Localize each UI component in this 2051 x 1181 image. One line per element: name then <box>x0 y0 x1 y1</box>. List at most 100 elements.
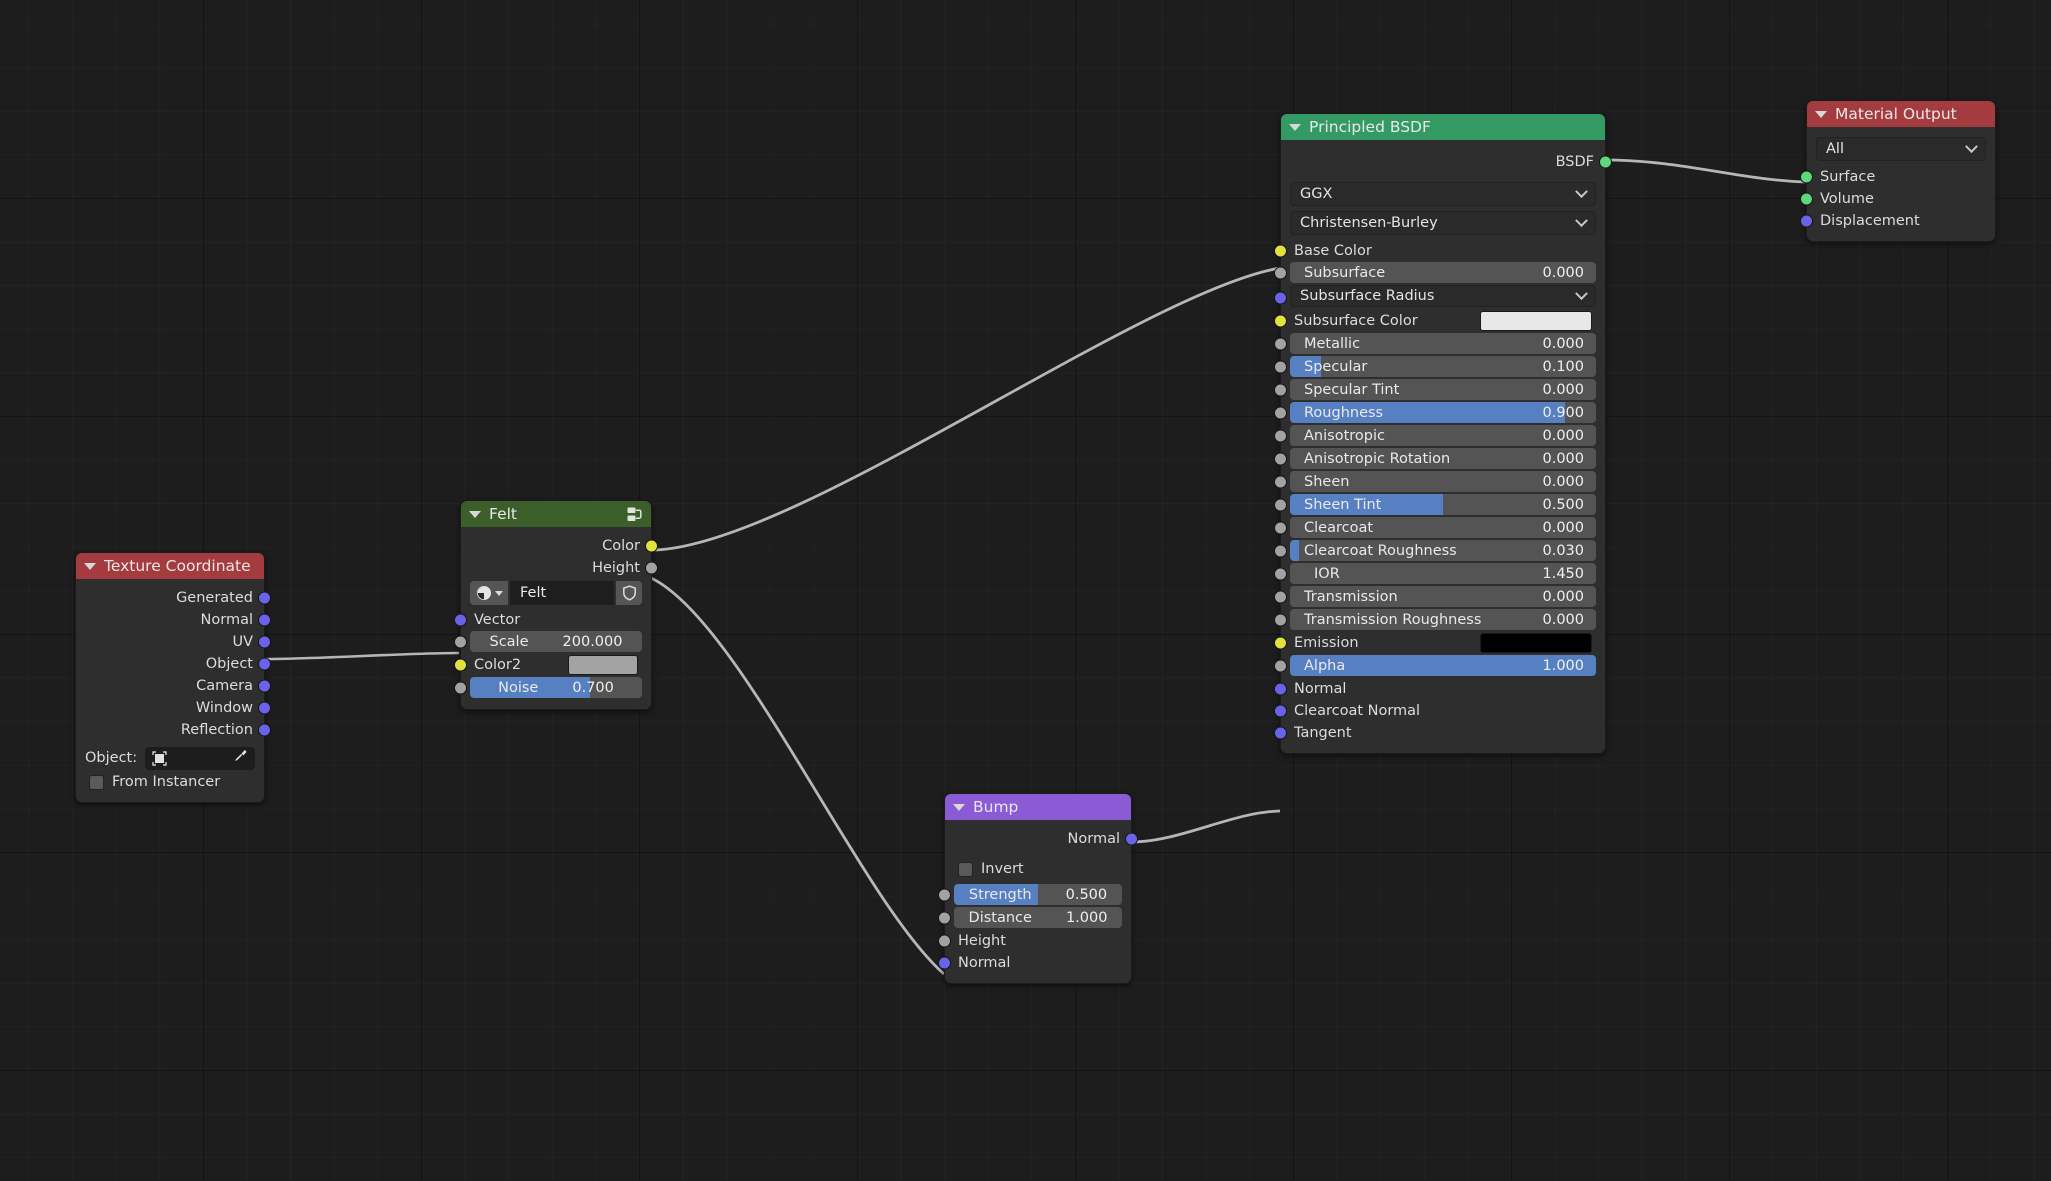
socket-dot-value[interactable] <box>1274 475 1287 489</box>
output-socket-window[interactable]: Window <box>76 697 271 719</box>
socket-dot-shader[interactable] <box>1800 170 1813 184</box>
socket-dot-color[interactable] <box>1274 244 1287 258</box>
socket-dot-vector[interactable] <box>938 956 951 970</box>
socket-dot-vector[interactable] <box>258 679 271 693</box>
input-socket-normal[interactable]: Normal <box>938 952 1131 974</box>
socket-dot-value[interactable] <box>1274 406 1287 420</box>
socket-dot-value[interactable] <box>454 681 467 695</box>
prop-clearcoat[interactable]: Clearcoat 0.000 <box>1290 517 1596 538</box>
prop-metallic[interactable]: Metallic 0.000 <box>1290 333 1596 354</box>
input-socket-volume[interactable]: Volume <box>1800 188 1995 210</box>
prop-distance[interactable]: Distance 1.000 <box>954 907 1122 928</box>
socket-dot-vector[interactable] <box>258 657 271 671</box>
subsurface-radius-dropdown[interactable]: Subsurface Radius <box>1290 285 1596 307</box>
prop-specular-tint[interactable]: Specular Tint 0.000 <box>1290 379 1596 400</box>
fake-user-shield-icon[interactable] <box>616 581 642 605</box>
socket-dot-vector[interactable] <box>1274 682 1287 696</box>
collapse-triangle-icon[interactable] <box>1815 110 1827 118</box>
chevron-down-icon[interactable] <box>495 590 503 596</box>
prop-alpha[interactable]: Alpha 1.000 <box>1290 655 1596 676</box>
node-header-texture-coordinate[interactable]: Texture Coordinate <box>76 553 264 579</box>
node-header-material-output[interactable]: Material Output <box>1807 101 1995 127</box>
from-instancer-checkbox[interactable] <box>89 774 104 790</box>
socket-dot-vector[interactable] <box>1125 832 1138 846</box>
chevron-down-icon[interactable] <box>1575 286 1588 300</box>
eyedropper-icon[interactable] <box>232 748 248 768</box>
subsurface-method-dropdown[interactable]: Christensen-Burley <box>1290 211 1596 235</box>
node-linked-copy-icon[interactable] <box>626 506 643 527</box>
node-texture-coordinate[interactable]: Texture Coordinate Generated Normal UV O… <box>75 552 271 803</box>
node-material-output[interactable]: Material Output All Surface Volume Displ… <box>1800 100 1996 242</box>
input-socket-height[interactable]: Height <box>938 930 1131 952</box>
input-socket-clearcoat-normal[interactable]: Clearcoat Normal <box>1274 700 1605 722</box>
socket-dot-value[interactable] <box>938 934 951 948</box>
output-socket-reflection[interactable]: Reflection <box>76 719 271 741</box>
socket-dot-vector[interactable] <box>454 613 467 627</box>
output-socket-normal[interactable]: Normal <box>76 609 271 631</box>
invert-row[interactable]: Invert <box>945 858 1131 880</box>
texture-name-field[interactable]: Felt <box>510 581 614 605</box>
input-socket-emission[interactable]: Emission <box>1274 632 1605 654</box>
node-principled-bsdf[interactable]: Principled BSDF BSDF GGX Christensen-Bur… <box>1274 113 1612 754</box>
output-socket-generated[interactable]: Generated <box>76 587 271 609</box>
output-socket-uv[interactable]: UV <box>76 631 271 653</box>
collapse-triangle-icon[interactable] <box>84 562 96 570</box>
socket-dot-shader[interactable] <box>1800 192 1813 206</box>
socket-dot-value[interactable] <box>1274 429 1287 443</box>
output-socket-camera[interactable]: Camera <box>76 675 271 697</box>
chevron-down-icon[interactable] <box>1965 139 1978 153</box>
chevron-down-icon[interactable] <box>1575 184 1588 198</box>
node-header-felt[interactable]: Felt <box>461 501 651 527</box>
socket-dot-vector[interactable] <box>258 635 271 649</box>
prop-roughness[interactable]: Roughness 0.900 <box>1290 402 1596 423</box>
prop-transmission[interactable]: Transmission 0.000 <box>1290 586 1596 607</box>
texture-datablock-selector[interactable]: Felt <box>470 581 642 605</box>
subsurface-color-swatch[interactable] <box>1480 311 1592 331</box>
socket-dot-shader[interactable] <box>1599 155 1612 169</box>
emission-color-swatch[interactable] <box>1480 633 1592 653</box>
socket-dot-value[interactable] <box>1274 266 1287 280</box>
prop-subsurface[interactable]: Subsurface 0.000 <box>1290 262 1596 283</box>
socket-dot-color[interactable] <box>454 658 467 672</box>
input-socket-tangent[interactable]: Tangent <box>1274 722 1605 744</box>
prop-strength[interactable]: Strength 0.500 <box>954 884 1122 905</box>
prop-transmission-roughness[interactable]: Transmission Roughness 0.000 <box>1290 609 1596 630</box>
socket-dot-value[interactable] <box>1274 498 1287 512</box>
socket-dot-value[interactable] <box>1274 521 1287 535</box>
input-socket-normal[interactable]: Normal <box>1274 678 1605 700</box>
prop-anisotropic[interactable]: Anisotropic 0.000 <box>1290 425 1596 446</box>
socket-dot-value[interactable] <box>645 561 658 575</box>
prop-scale[interactable]: Scale 200.000 <box>470 631 642 652</box>
socket-dot-value[interactable] <box>1274 383 1287 397</box>
distribution-dropdown[interactable]: GGX <box>1290 182 1596 206</box>
socket-dot-value[interactable] <box>1274 337 1287 351</box>
prop-clearcoat-roughness[interactable]: Clearcoat Roughness 0.030 <box>1290 540 1596 561</box>
socket-dot-vector[interactable] <box>258 723 271 737</box>
collapse-triangle-icon[interactable] <box>953 803 965 811</box>
output-socket-color[interactable]: Color <box>461 535 658 557</box>
socket-dot-value[interactable] <box>1274 544 1287 558</box>
output-socket-bsdf[interactable]: BSDF <box>1281 148 1612 176</box>
node-header-bump[interactable]: Bump <box>945 794 1131 820</box>
input-socket-base-color[interactable]: Base Color <box>1274 240 1605 262</box>
prop-anisotropic-rotation[interactable]: Anisotropic Rotation 0.000 <box>1290 448 1596 469</box>
socket-dot-vector[interactable] <box>1274 291 1287 305</box>
collapse-triangle-icon[interactable] <box>469 510 481 518</box>
socket-dot-value[interactable] <box>454 635 467 649</box>
input-socket-displacement[interactable]: Displacement <box>1800 210 1995 232</box>
node-header-principled-bsdf[interactable]: Principled BSDF <box>1281 114 1605 140</box>
invert-checkbox[interactable] <box>958 861 973 877</box>
output-socket-object[interactable]: Object <box>76 653 271 675</box>
socket-dot-vector[interactable] <box>258 613 271 627</box>
node-felt-texture[interactable]: Felt Color Height <box>454 500 658 710</box>
prop-sheen[interactable]: Sheen 0.000 <box>1290 471 1596 492</box>
from-instancer-row[interactable]: From Instancer <box>76 771 264 793</box>
socket-dot-value[interactable] <box>1274 360 1287 374</box>
target-dropdown[interactable]: All <box>1816 137 1986 161</box>
prop-color2[interactable]: Color2 <box>454 654 651 676</box>
socket-dot-value[interactable] <box>1274 659 1287 673</box>
socket-dot-value[interactable] <box>1274 590 1287 604</box>
prop-sheen-tint[interactable]: Sheen Tint 0.500 <box>1290 494 1596 515</box>
socket-dot-vector[interactable] <box>258 701 271 715</box>
collapse-triangle-icon[interactable] <box>1289 123 1301 131</box>
